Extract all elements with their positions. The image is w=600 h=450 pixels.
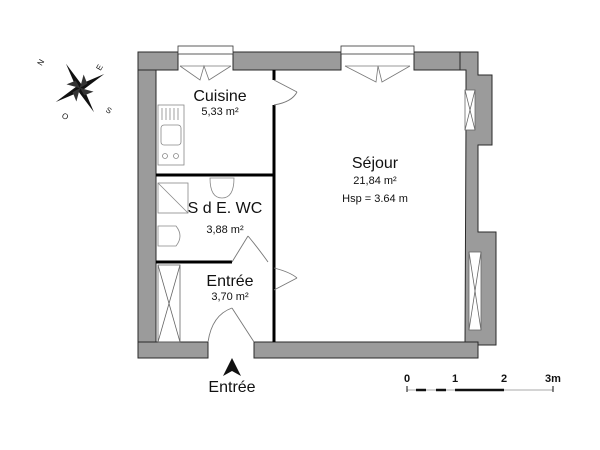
room-area: 21,84 m²	[353, 175, 397, 187]
closet	[157, 264, 181, 343]
scale-tick-0: 0	[404, 373, 411, 385]
room-area: 3,88 m²	[206, 224, 244, 236]
scale-bar	[406, 386, 554, 392]
room-name: Cuisine	[193, 88, 247, 105]
room-name: S d E. WC	[187, 200, 263, 217]
interior-partitions	[156, 70, 276, 342]
scale-tick-3: 3m	[545, 373, 561, 385]
room-name: Entrée	[206, 273, 254, 290]
window-sejour	[340, 45, 415, 83]
entrance-arrow-icon	[223, 358, 241, 376]
kitchen-fixtures	[157, 104, 185, 166]
room-area: 5,33 m²	[201, 106, 239, 118]
room-sejour: Séjour 21,84 m² Hsp = 3.64 m	[330, 155, 420, 205]
window-cuisine	[177, 45, 234, 81]
window-right-lower	[468, 251, 482, 331]
room-entree: Entrée 3,70 m²	[190, 273, 270, 303]
room-name: Séjour	[351, 155, 399, 172]
compass-rose-icon	[55, 63, 105, 113]
scale-tick-2: 2	[501, 373, 508, 385]
window-right-upper	[464, 89, 476, 131]
room-cuisine: Cuisine 5,33 m²	[180, 88, 260, 118]
ceiling-height: Hsp = 3.64 m	[342, 193, 408, 205]
bathroom-fixtures	[157, 177, 235, 247]
doors	[207, 79, 298, 343]
room-sde-wc: S d E. WC 3,88 m²	[180, 200, 270, 236]
scale-tick-1: 1	[452, 373, 459, 385]
room-area: 3,70 m²	[211, 291, 249, 303]
entrance-label: Entrée	[208, 379, 256, 396]
